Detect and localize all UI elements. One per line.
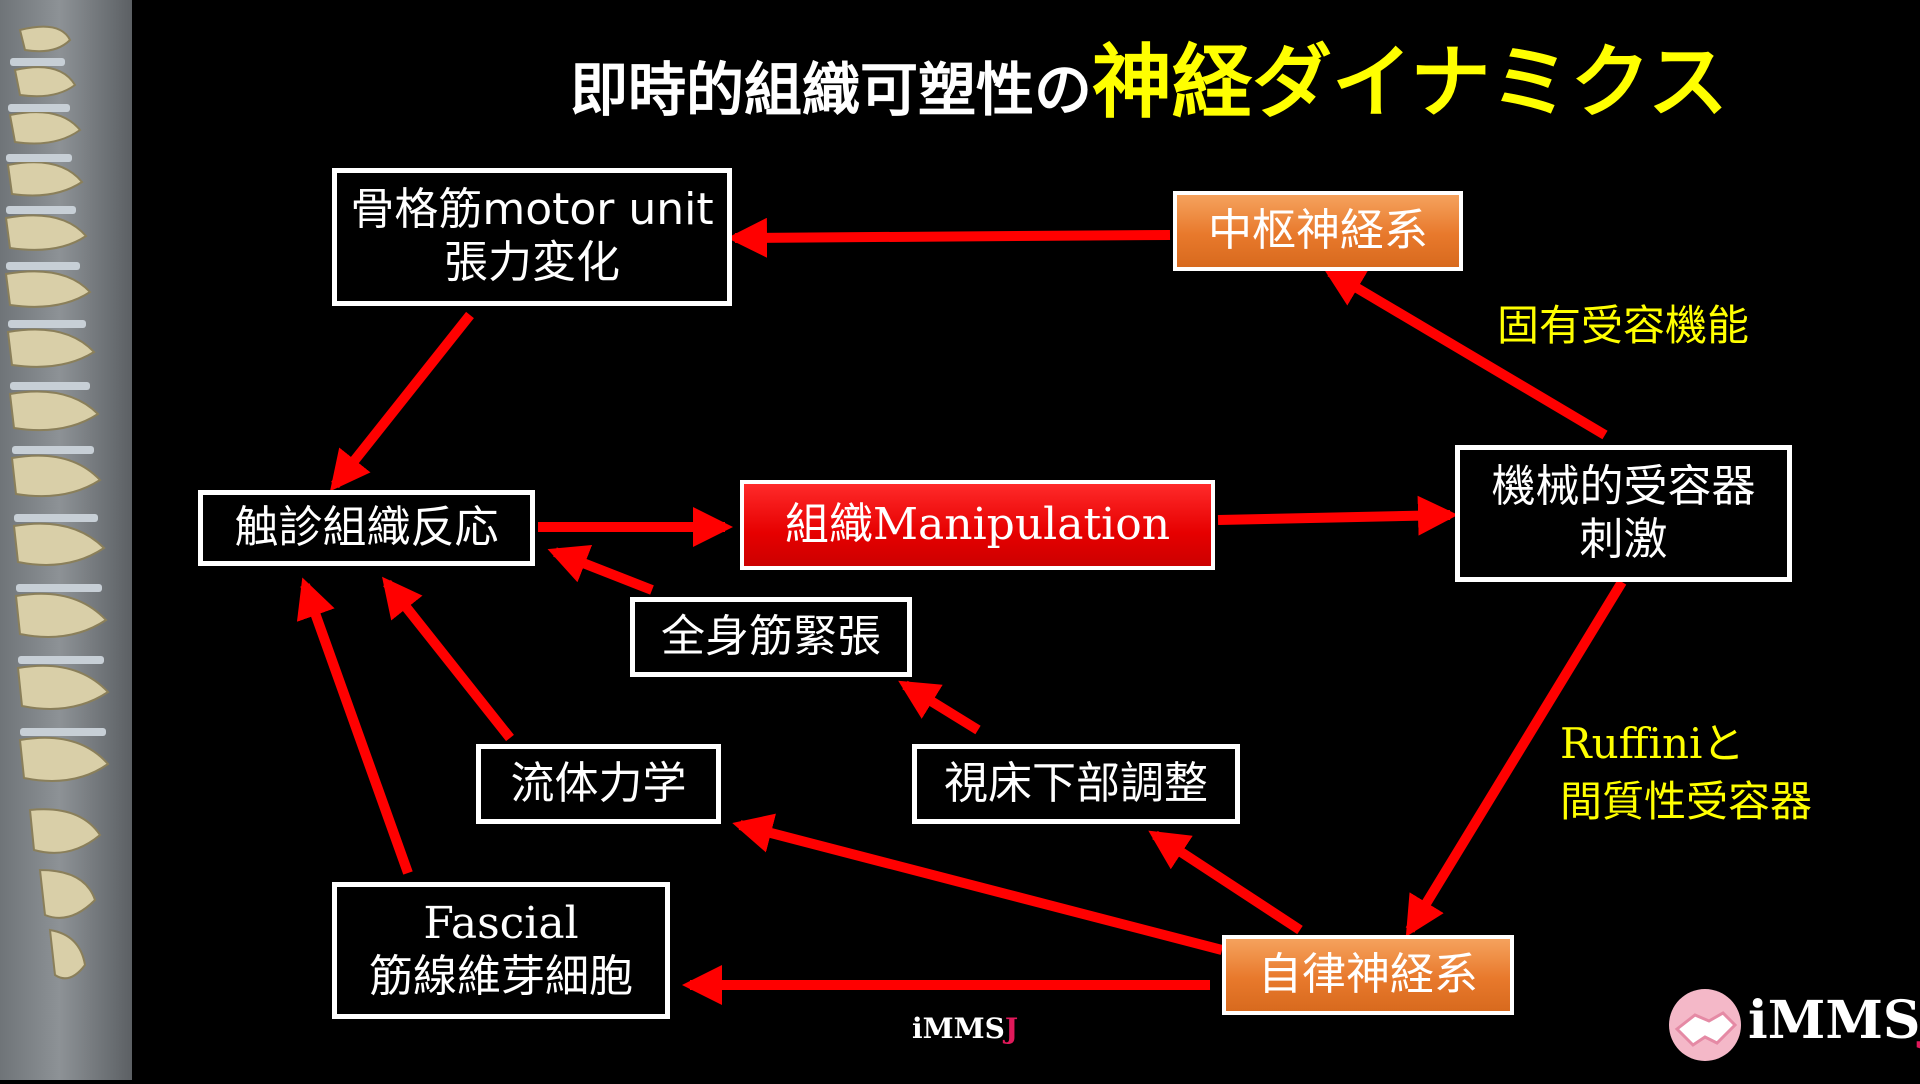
node-mechanoreceptor: 機械的受容器 刺激: [1455, 445, 1792, 582]
arrow-motor-unit-to-palpation: [330, 311, 474, 492]
node-motor-unit: 骨格筋motor unit 張力変化: [332, 168, 732, 306]
label-proprioception: 固有受容機能: [1497, 301, 1750, 350]
node-motor-unit-line1: 骨格筋motor unit: [350, 184, 714, 236]
title-part2: 神経ダイナミクス: [1092, 35, 1729, 129]
arrow-mechanoreceptor-to-cns: [1323, 267, 1608, 440]
node-fluid-dynamics: 流体力学: [476, 744, 721, 824]
arrow-manipulation-to-mechanoreceptor: [1217, 495, 1458, 536]
node-palpation-label: 触診組織反応: [234, 501, 499, 553]
node-manipulation: 組織Manipulation: [740, 480, 1215, 570]
title-part1: 即時的組織可塑性の: [570, 56, 1093, 124]
arrow-fluid-dynamics-to-palpation: [382, 576, 514, 742]
handshake-icon: [1665, 985, 1745, 1065]
corner-logo: iMMSJ: [1748, 990, 1920, 1051]
node-fascial-line1: Fascial: [423, 897, 579, 949]
arrow-mechanoreceptor-to-ans: [1405, 579, 1627, 937]
node-mechanoreceptor-line1: 機械的受容器: [1491, 460, 1756, 512]
corner-logo-i: i: [1748, 990, 1768, 1051]
center-logo-mms: MMS: [922, 1012, 1005, 1045]
node-motor-unit-line2: 張力変化: [444, 237, 620, 288]
arrow-fascial-to-palpation: [296, 577, 413, 875]
label-ruffini-line1: Ruffiniと: [1560, 719, 1745, 768]
arrow-hypothalamus-to-whole-body-tone: [898, 680, 981, 735]
node-cns-label: 中枢神経系: [1208, 204, 1428, 256]
node-palpation: 触診組織反応: [198, 490, 535, 566]
arrow-whole-body-tone-to-palpation: [547, 545, 654, 595]
corner-logo-mms: MMS: [1767, 990, 1920, 1051]
center-logo-i: i: [912, 1012, 923, 1045]
spine-image: [4, 25, 110, 980]
center-logo-j: J: [1004, 1012, 1019, 1045]
node-fluid-dynamics-label: 流体力学: [510, 757, 687, 809]
arrow-cns-to-motor-unit: [727, 217, 1171, 258]
node-whole-body-tone: 全身筋緊張: [630, 597, 912, 677]
node-cns: 中枢神経系: [1173, 191, 1463, 271]
label-ruffini-line2: 間質性受容器: [1560, 777, 1813, 826]
node-ans: 自律神経系: [1222, 935, 1514, 1015]
center-logo: iMMSJ: [912, 1012, 1018, 1045]
node-manipulation-label: 組織Manipulation: [784, 498, 1171, 550]
node-ans-label: 自律神経系: [1258, 948, 1478, 1000]
node-fascial: Fascial 筋線維芽細胞: [332, 882, 670, 1019]
node-hypothalamus: 視床下部調整: [912, 744, 1240, 824]
node-whole-body-tone-label: 全身筋緊張: [661, 610, 881, 662]
arrow-ans-to-hypothalamus: [1148, 830, 1303, 935]
node-fascial-line2: 筋線維芽細胞: [369, 950, 633, 1002]
slide-title: 即時的組織可塑性の神経ダイナミクス: [570, 18, 1890, 138]
spine-panel: [0, 0, 132, 1080]
arrow-ans-to-fluid-dynamics: [732, 813, 1224, 955]
node-hypothalamus-label: 視床下部調整: [944, 757, 1208, 809]
node-mechanoreceptor-line2: 刺激: [1579, 513, 1668, 565]
